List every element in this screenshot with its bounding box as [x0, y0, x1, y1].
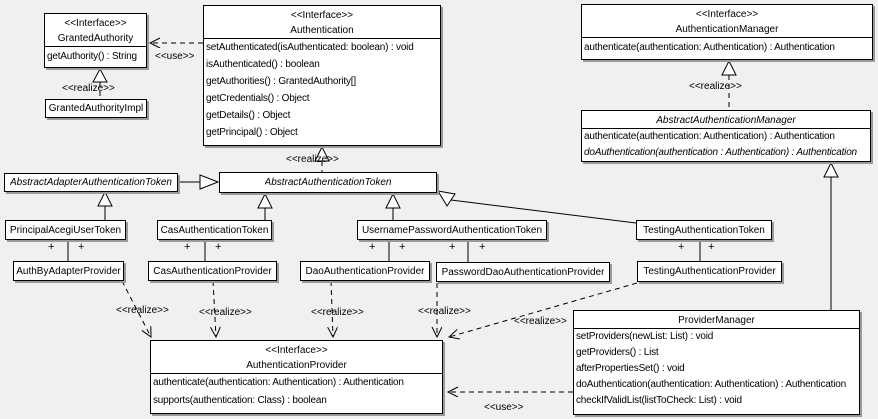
- edge-realize-casauthenticationprovider: [213, 280, 216, 337]
- class-name: CasAuthenticationProvider: [153, 265, 272, 277]
- edge-label-realize: <<realize>>: [689, 81, 742, 92]
- method: authenticate(authentication: Authenticat…: [584, 42, 835, 53]
- class-testing-authentication-provider[interactable]: TestingAuthenticationProvider: [637, 261, 782, 282]
- edge-label-realize: <<realize>>: [418, 306, 471, 317]
- method: getProviders() : List: [576, 347, 659, 358]
- edge-realize-abstractauthenticationmanager: [721, 59, 737, 110]
- class-authentication[interactable]: <<Interface>> Authentication setAuthenti…: [203, 5, 441, 146]
- class-authentication-manager[interactable]: <<Interface>> AuthenticationManager auth…: [581, 4, 873, 60]
- association-plus: +: [479, 241, 486, 253]
- method: authenticate(authentication: Authenticat…: [584, 131, 835, 142]
- method: getPrincipal() : Object: [206, 127, 298, 138]
- edge-label-realize: <<realize>>: [199, 307, 252, 318]
- class-name: TestingAuthenticationToken: [643, 224, 765, 236]
- association-plus: +: [399, 241, 406, 253]
- edge-gen-abstractadapter-to-abstracttoken: [178, 174, 220, 190]
- class-name: AuthByAdapterProvider: [16, 265, 121, 277]
- edge-realize-abstractauthenticationtoken: [314, 145, 330, 172]
- class-name: DaoAuthenticationProvider: [305, 265, 425, 277]
- association-plus: +: [708, 241, 715, 253]
- class-name: AuthenticationManager: [675, 24, 779, 35]
- edge-label-realize: <<realize>>: [286, 154, 339, 165]
- class-username-password-authentication-token[interactable]: UsernamePasswordAuthenticationToken: [357, 220, 547, 240]
- method: doAuthentication(authentication : Authen…: [584, 147, 857, 158]
- edge-realize-authbyadapterprovider: [121, 280, 151, 337]
- class-testing-authentication-token[interactable]: TestingAuthenticationToken: [636, 220, 772, 240]
- edge-gen-testingauthenticationtoken: [437, 190, 637, 224]
- class-name: UsernamePasswordAuthenticationToken: [361, 224, 543, 236]
- class-granted-authority[interactable]: <<Interface>> GrantedAuthority getAuthor…: [44, 13, 147, 68]
- edge-gen-casauthenticationtoken: [257, 192, 273, 220]
- association-plus: +: [48, 241, 55, 253]
- method: checkIfValidList(listToCheck: List) : vo…: [576, 395, 742, 406]
- association-plus: +: [678, 241, 685, 253]
- edge-realize-grantedauthorityimpl: [92, 67, 108, 99]
- method: setAuthenticated(isAuthenticated: boolea…: [206, 42, 414, 53]
- association-plus: +: [184, 241, 191, 253]
- association-plus: +: [449, 241, 456, 253]
- edge-label-realize: <<realize>>: [116, 305, 169, 316]
- association-plus: +: [215, 241, 222, 253]
- method: afterPropertiesSet() : void: [576, 363, 685, 374]
- edge-realize-testingauthenticationprovider: [449, 282, 638, 337]
- method: isAuthenticated() : boolean: [206, 59, 320, 70]
- edge-gen-providermanager: [823, 161, 839, 310]
- class-dao-authentication-provider[interactable]: DaoAuthenticationProvider: [300, 261, 430, 281]
- class-name: PasswordDaoAuthenticationProvider: [441, 266, 605, 278]
- class-name: GrantedAuthority: [57, 33, 134, 44]
- class-name: PrincipalAcegiUserToken: [9, 224, 122, 236]
- class-authentication-provider[interactable]: <<Interface>> AuthenticationProvider aut…: [150, 340, 443, 414]
- edge-label-use: <<use>>: [484, 402, 524, 413]
- class-name: CasAuthenticationToken: [160, 224, 269, 236]
- class-principal-acegi-user-token[interactable]: PrincipalAcegiUserToken: [5, 220, 126, 240]
- class-name: AbstractAdapterAuthenticationToken: [10, 177, 172, 188]
- method: getAuthorities() : GrantedAuthority[]: [206, 76, 356, 87]
- class-name: Authentication: [290, 25, 354, 36]
- class-granted-authority-impl[interactable]: GrantedAuthorityImpl: [45, 99, 147, 118]
- class-cas-authentication-provider[interactable]: CasAuthenticationProvider: [148, 261, 277, 281]
- edge-realize-daoauthenticationprovider: [331, 280, 333, 337]
- class-name: AuthenticationProvider: [246, 360, 347, 371]
- association-plus: +: [369, 241, 376, 253]
- stereotype: <<Interface>>: [290, 10, 354, 21]
- edge-label-realize: <<realize>>: [62, 83, 115, 94]
- edge-gen-usernamepasswordtoken: [385, 192, 401, 220]
- class-name: TestingAuthenticationProvider: [643, 266, 776, 277]
- method: setProviders(newList: List) : void: [576, 331, 714, 342]
- class-password-dao-authentication-provider[interactable]: PasswordDaoAuthenticationProvider: [436, 262, 610, 282]
- class-cas-authentication-token[interactable]: CasAuthenticationToken: [157, 220, 272, 240]
- edge-label-use: <<use>>: [155, 51, 195, 62]
- class-auth-by-adapter-provider[interactable]: AuthByAdapterProvider: [13, 261, 124, 281]
- method: authenticate(authentication: Authenticat…: [153, 377, 404, 388]
- class-abstract-adapter-authentication-token[interactable]: AbstractAdapterAuthenticationToken: [4, 173, 178, 192]
- class-name: AbstractAuthenticationManager: [656, 115, 796, 126]
- class-name: AbstractAuthenticationToken: [264, 177, 392, 188]
- method: getDetails() : Object: [206, 110, 291, 121]
- class-name: GrantedAuthorityImpl: [48, 103, 144, 114]
- class-abstract-authentication-manager[interactable]: AbstractAuthenticationManager authentica…: [581, 110, 871, 162]
- method: supports(authentication: Class) : boolea…: [153, 395, 327, 406]
- stereotype: <<Interface>>: [695, 9, 759, 20]
- method: getCredentials() : Object: [206, 93, 310, 104]
- association-plus: +: [78, 241, 85, 253]
- class-abstract-authentication-token[interactable]: AbstractAuthenticationToken: [219, 172, 437, 193]
- edge-gen-principalacegiusertoken: [97, 190, 113, 220]
- class-name: ProviderManager: [678, 315, 755, 326]
- method: doAuthentication(authentication: Authent…: [576, 379, 846, 390]
- stereotype: <<Interface>>: [64, 18, 127, 29]
- edge-label-realize: <<realize>>: [514, 316, 567, 327]
- edge-label-realize: <<realize>>: [311, 307, 364, 318]
- method: getAuthority() : String: [47, 51, 137, 62]
- stereotype: <<Interface>>: [265, 345, 328, 356]
- class-provider-manager[interactable]: ProviderManager setProviders(newList: Li…: [573, 310, 860, 415]
